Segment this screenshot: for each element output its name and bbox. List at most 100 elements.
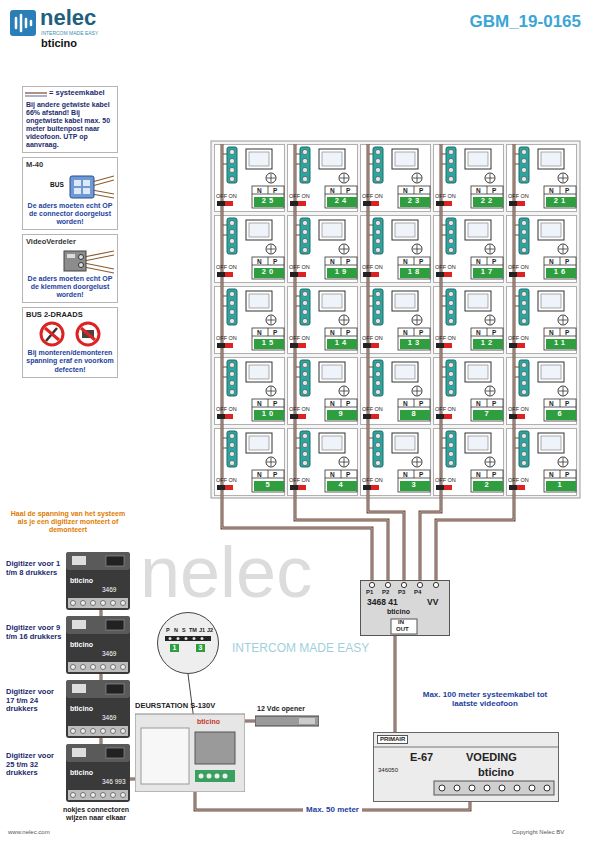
system-cable xyxy=(101,738,102,744)
system-cable xyxy=(130,779,135,780)
videophone: OFF ONNP18 xyxy=(360,215,431,283)
address-number: 25 xyxy=(254,197,284,207)
column-label: N xyxy=(549,400,554,407)
note-box: VideoVerdelerDe aders moeten echt OP de … xyxy=(22,234,118,303)
column-label: N xyxy=(403,258,408,265)
videophone: OFF ONNP10 xyxy=(214,357,285,425)
switch-label: OFF ON xyxy=(435,335,456,341)
picture: BUS xyxy=(26,170,114,202)
brand-logo: bticino xyxy=(197,718,220,726)
distributor-drawing xyxy=(26,247,114,275)
column-label: P xyxy=(419,471,423,478)
pin-label: J2 xyxy=(207,627,213,633)
column-label: P xyxy=(419,400,423,407)
brand-logo: bticino xyxy=(478,766,514,779)
address-number: 2 xyxy=(473,481,503,491)
switch-label: OFF ON xyxy=(435,406,456,412)
column-label: N xyxy=(330,471,335,478)
column-label: P xyxy=(346,471,350,478)
grid-frame xyxy=(211,141,580,498)
videophone: OFF ONNP17 xyxy=(433,215,504,283)
part-number: 3469 xyxy=(102,714,116,721)
port-label: OUT xyxy=(396,626,409,633)
videophone: OFF ONNP22 xyxy=(433,144,504,212)
logo-bars xyxy=(16,15,31,31)
digitizer: Digitizer voor 1 t/m 8 drukkersbticino34… xyxy=(6,552,130,610)
videophone: OFF ONNP12 xyxy=(433,286,504,354)
switch-label: OFF ON xyxy=(289,193,310,199)
note-box: M-40BUSDe aders moeten echt OP de connec… xyxy=(22,157,118,230)
switch-label: OFF ON xyxy=(362,477,383,483)
address-number: 18 xyxy=(400,268,430,278)
address-number: 10 xyxy=(254,410,284,420)
switch-label: OFF ON xyxy=(289,406,310,412)
address-number: 12 xyxy=(473,339,503,349)
column-label: N xyxy=(257,187,262,194)
warning-note: Haal de spanning van het systeem als je … xyxy=(6,510,130,534)
address-number: 24 xyxy=(327,197,357,207)
box-heading: M-40 xyxy=(26,161,114,170)
digitizer: Digitizer voor 25 t/m 32 drukkersbticino… xyxy=(6,744,130,802)
video-distributor: P1P2P3P43468 41VVbticinoINOUT xyxy=(360,580,450,636)
column-label: N xyxy=(330,187,335,194)
address-number: 16 xyxy=(546,268,576,278)
switch-label: OFF ON xyxy=(216,406,237,412)
switch-label: OFF ON xyxy=(362,193,383,199)
note-text: De aders moeten echt OP de connector doo… xyxy=(26,202,114,226)
address-number: 20 xyxy=(254,268,284,278)
switch-label: OFF ON xyxy=(216,264,237,270)
switch-label: OFF ON xyxy=(508,335,529,341)
terminal-drawing xyxy=(158,613,217,672)
column-label: P xyxy=(346,187,350,194)
copyright: Copyright Nelec BV xyxy=(512,829,564,836)
videophone: OFF ONNP11 xyxy=(506,286,577,354)
videophone: OFF ONNP9 xyxy=(287,357,358,425)
address-number: 4 xyxy=(327,481,357,491)
address-number: 5 xyxy=(254,481,284,491)
column-label: P xyxy=(492,187,496,194)
videophone: OFF ON N P 24 xyxy=(287,144,358,212)
column-label: N xyxy=(549,258,554,265)
switch-label: OFF ON xyxy=(289,335,310,341)
column-label: P xyxy=(346,329,350,336)
videophone: OFF ONNP25 xyxy=(214,144,285,212)
system-cable xyxy=(101,674,102,680)
pin-label: TM xyxy=(189,627,197,633)
column-label: P xyxy=(346,258,350,265)
system-cable xyxy=(245,721,255,722)
address-number: 23 xyxy=(400,197,430,207)
column-label: N xyxy=(257,329,262,336)
address-number: 1 xyxy=(170,644,179,652)
switch-label: OFF ON xyxy=(508,406,529,412)
pin-label: S xyxy=(182,627,186,633)
legend-text: = systeemkabel xyxy=(49,89,105,98)
videophone: OFF ONNP19 xyxy=(287,215,358,283)
videophone: OFF ONNP20 xyxy=(214,215,285,283)
digitizer: Digitizer voor 9 t/m 16 drukkersbticino3… xyxy=(6,616,130,674)
videophone: OFF ONNP1 xyxy=(506,428,577,496)
brand-logo: bticino xyxy=(70,641,93,649)
switch-label: OFF ON xyxy=(216,335,237,341)
switch-label: OFF ON xyxy=(362,264,383,270)
column-label: N xyxy=(257,258,262,265)
digitizer-body: bticino 3469 xyxy=(66,680,130,738)
switch-label: OFF ON xyxy=(289,264,310,270)
port-label: IN xyxy=(398,619,404,626)
switch-label: OFF ON xyxy=(362,335,383,341)
switch-label: OFF ON xyxy=(289,477,310,483)
logo-slogan: INTERCOM MADE EASY xyxy=(41,31,98,37)
column-label: N xyxy=(549,187,554,194)
switch-label: OFF ON xyxy=(435,264,456,270)
part-number: 3468 41 xyxy=(367,598,398,608)
switch-label: OFF ON xyxy=(508,477,529,483)
switch-label: OFF ON xyxy=(216,477,237,483)
device-heading: Digitizer voor 9 t/m 16 drukkers xyxy=(6,624,62,641)
videophone: OFF ON N P 4 xyxy=(287,428,358,496)
column-label: N xyxy=(257,400,262,407)
brand-logo: bticino xyxy=(70,705,93,713)
switch-label: OFF ON xyxy=(362,406,383,412)
logo-icon xyxy=(10,10,36,36)
videophone: OFF ONNP7 xyxy=(433,357,504,425)
column-label: P xyxy=(565,471,569,478)
